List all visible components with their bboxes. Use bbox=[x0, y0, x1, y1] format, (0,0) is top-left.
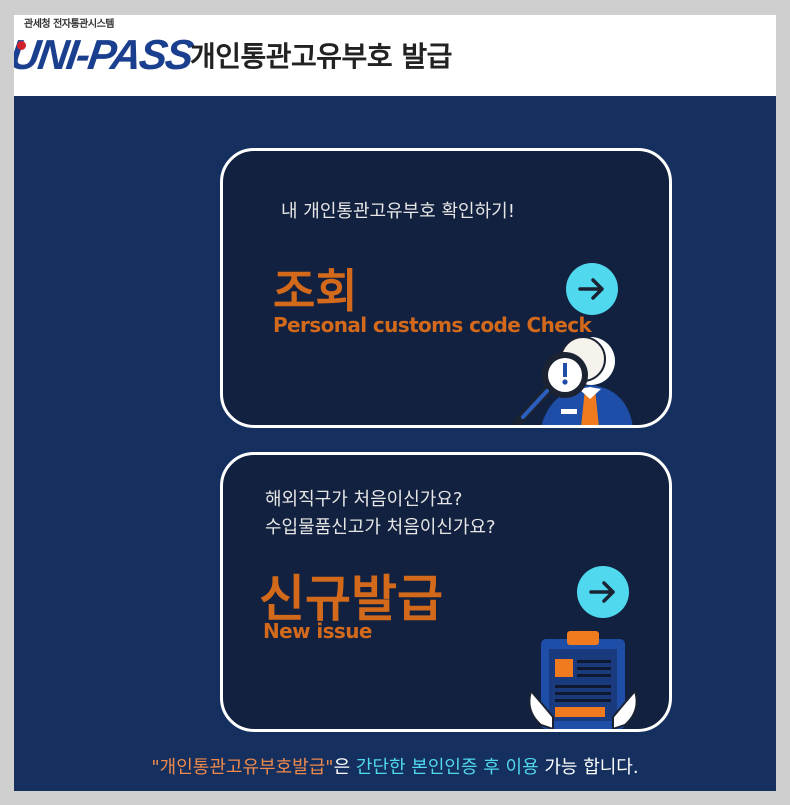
app-frame: 관세청 전자통관시스템 UNI-PASS 개인통관고유부호 발급 내 개인통관고… bbox=[14, 15, 776, 791]
lookup-card[interactable]: 내 개인통관고유부호 확인하기! 조회 Personal customs cod… bbox=[220, 148, 672, 428]
header: 관세청 전자통관시스템 UNI-PASS 개인통관고유부호 발급 bbox=[14, 15, 776, 96]
lookup-card-title-en: Personal customs code Check bbox=[273, 313, 592, 337]
unipass-logo[interactable]: 관세청 전자통관시스템 UNI-PASS bbox=[14, 15, 195, 85]
lookup-card-title: 조회 bbox=[273, 264, 358, 318]
logo-wordmark: UNI-PASS bbox=[14, 31, 195, 78]
new-issue-card-title: 신규발급 bbox=[259, 570, 443, 628]
person-magnifier-icon bbox=[512, 337, 633, 425]
new-issue-card-subtitle-1: 해외직구가 처음이신가요? bbox=[265, 489, 463, 510]
notice-text-2: 가능 합니다. bbox=[538, 757, 639, 778]
new-issue-arrow-button[interactable] bbox=[577, 566, 629, 618]
new-issue-card-subtitle-2: 수입물품신고가 처음이신가요? bbox=[265, 517, 496, 538]
logo-subtitle: 관세청 전자통관시스템 bbox=[24, 19, 114, 30]
lookup-card-subtitle: 내 개인통관고유부호 확인하기! bbox=[281, 201, 515, 222]
new-issue-card[interactable]: 해외직구가 처음이신가요? 수입물품신고가 처음이신가요? 신규발급 New i… bbox=[220, 452, 672, 732]
clipboard-document-icon bbox=[528, 631, 638, 729]
auth-notice: "개인통관고유부호발급"은 간단한 본인인증 후 이용 가능 합니다. bbox=[14, 753, 776, 779]
new-issue-card-title-en: New issue bbox=[263, 619, 372, 643]
notice-highlight-text: 간단한 본인인증 후 이용 bbox=[355, 757, 539, 778]
arrow-right-icon bbox=[589, 581, 615, 603]
page-title: 개인통관고유부호 발급 bbox=[190, 40, 452, 73]
lookup-arrow-button[interactable] bbox=[566, 263, 618, 315]
arrow-right-icon bbox=[578, 278, 604, 300]
logo-dot-icon bbox=[17, 41, 26, 50]
notice-quoted-text: "개인통관고유부호발급" bbox=[151, 757, 334, 778]
notice-text-1: 은 bbox=[333, 757, 356, 778]
